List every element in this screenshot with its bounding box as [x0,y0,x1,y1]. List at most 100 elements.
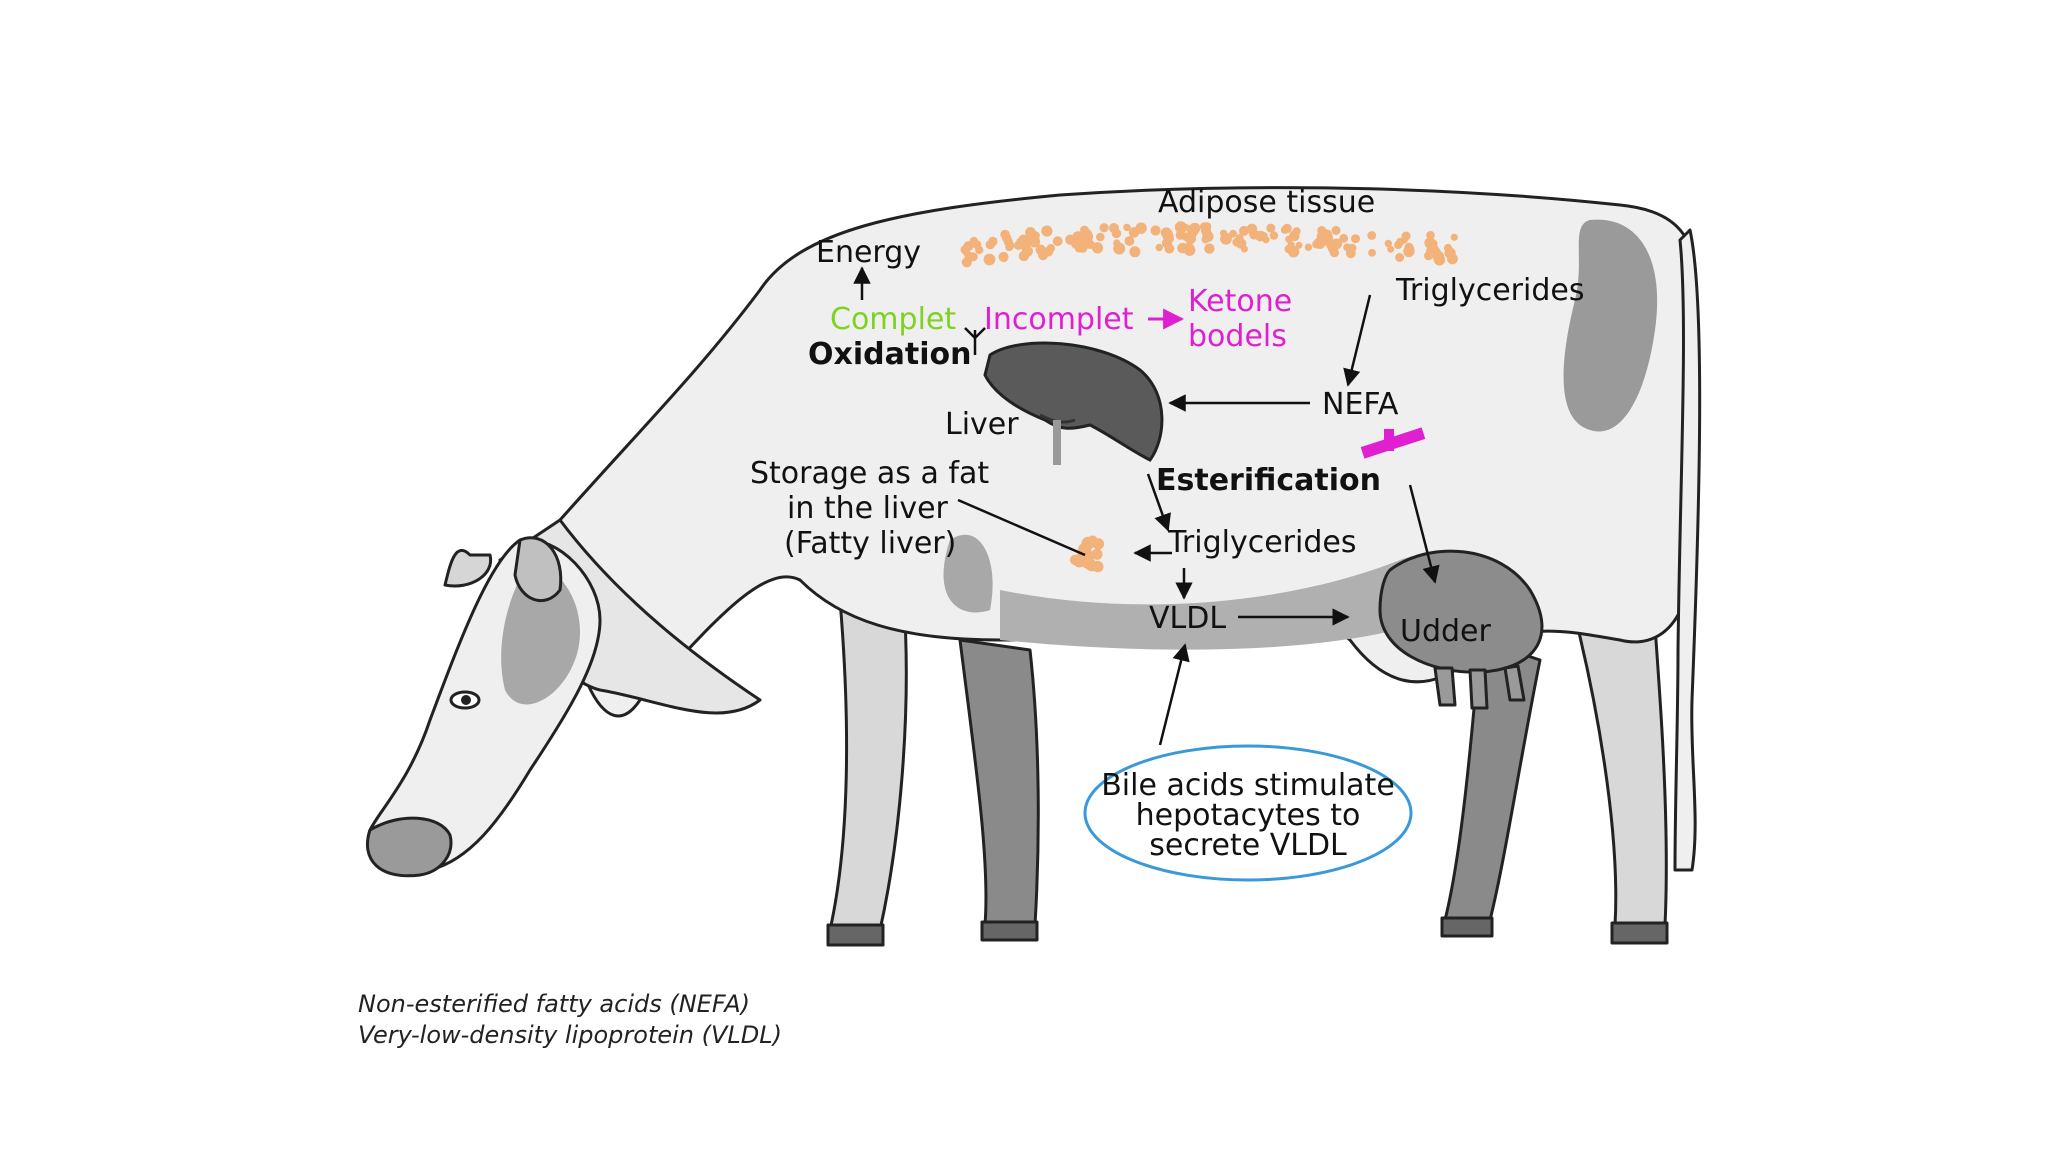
fat-droplet [1229,229,1237,238]
fat-droplet [1426,246,1434,255]
cow-front-leg-far [958,638,1040,927]
fat-droplet [1203,231,1214,242]
fat-droplet [1113,242,1126,255]
cow-pupil [461,695,471,705]
fat-droplet [1401,231,1411,241]
fat-droplet [1269,231,1279,240]
fat-droplet [1295,241,1303,249]
arrow-liver-to-tg [1146,473,1171,532]
liver-icon [983,341,1164,465]
label-bile-3: secrete VLDL [1149,828,1347,863]
fat-droplet [1123,223,1131,232]
fat-droplet [969,236,979,246]
fat-droplet [1396,237,1405,246]
fat-droplet [1091,548,1103,560]
fat-droplet [1041,225,1053,237]
label-storage-3: (Fatty liver) [784,526,956,561]
label-bile-2: hepotacytes to [1136,798,1361,833]
label-liver: Liver [945,407,1019,442]
cow-front-leg-near [828,598,908,932]
fat-droplet [1129,246,1141,258]
fat-droplet [1078,543,1089,555]
fat-droplet [1287,241,1295,249]
fat-droplet [1070,554,1081,566]
fat-droplet [1403,245,1415,258]
label-ketone-2: bodels [1188,319,1287,354]
arrow-nefa-to-udder [1408,484,1440,584]
cow-back-leg-far [1443,638,1542,922]
fat-droplet [1239,225,1249,236]
fat-droplet [1177,242,1188,254]
label-oxidation: Oxidation [808,337,971,372]
fat-droplet [1081,230,1094,243]
fat-droplet [1384,239,1393,248]
cow-ear-left [443,548,493,588]
fat-droplet [1204,243,1215,254]
fat-droplet [975,245,984,255]
fat-droplet [1280,225,1289,234]
cow-hoof-3 [1440,916,1494,938]
cow-hoof-4 [1610,921,1669,945]
inhibitor-icon [1360,427,1426,459]
fat-droplet [1128,227,1140,238]
label-incomplet: Incomplet [984,302,1134,337]
bile-acids-ellipse [1083,744,1413,882]
cow-teat-2 [1468,668,1489,710]
fat-droplet [1052,236,1063,247]
fat-droplet [1236,238,1247,249]
fat-droplet [1021,245,1033,257]
fat-droplet [1447,253,1458,265]
fat-droplet [1426,230,1435,240]
fat-droplet [1096,232,1105,242]
fat-droplet [1331,225,1341,235]
label-storage-1: Storage as a fat [750,456,989,491]
fat-droplet [1092,560,1104,573]
arrow-bile-to-vldl [1158,643,1190,746]
fat-droplet [1111,228,1122,239]
cow-ear-right [513,536,563,603]
label-triglycerides-mid: Triglycerides [1167,525,1356,560]
fat-droplet [1006,242,1015,250]
fat-droplet [1174,221,1187,234]
fat-droplet [1155,243,1163,252]
label-esterification: Esterification [1156,463,1381,498]
fat-droplet [1435,254,1444,264]
cow-spot-rear [1563,219,1658,432]
cow-teat-1 [1433,666,1457,707]
fat-droplet [1266,223,1276,233]
arrow-tg-to-nefa [1343,294,1372,387]
label-vldl: VLDL [1149,601,1226,636]
fat-droplet [1164,243,1175,254]
label-energy: Energy [816,235,921,270]
cow-spot-shoulder [943,534,993,613]
fat-droplet [1099,223,1109,233]
fat-droplet [968,252,978,262]
fat-droplet [1025,227,1036,238]
label-ketone-1: Ketone [1188,284,1292,319]
fat-droplet [1387,245,1395,253]
label-adipose-tissue: Adipose tissue [1158,185,1375,220]
fat-droplet [963,249,971,257]
cow-spot-belly [1000,554,1470,650]
fat-droplet [1343,243,1352,252]
fat-droplet [1368,248,1376,257]
fat-droplet [999,254,1009,263]
fat-droplet [1071,238,1082,249]
arrow-storage-to-fat [957,498,1086,557]
footnote-nefa: Non-esterified fatty acids (NEFA) [358,990,750,1018]
oxidation-bracket [964,327,986,355]
cow-tail [1673,228,1702,872]
fat-droplet [1162,229,1174,241]
fat-droplet [1287,246,1300,258]
fat-droplet [1367,231,1377,240]
fat-droplet [1092,538,1105,550]
cow-teat-3 [1503,664,1526,702]
fat-droplet [1395,253,1405,262]
fatty-liver-cluster [1070,535,1105,573]
label-storage-2: in the liver [787,491,949,526]
label-nefa: NEFA [1322,387,1399,422]
fat-droplet [1186,243,1195,252]
label-bile-1: Bile acids stimulate [1101,768,1395,803]
cow-illustration [365,186,1702,947]
